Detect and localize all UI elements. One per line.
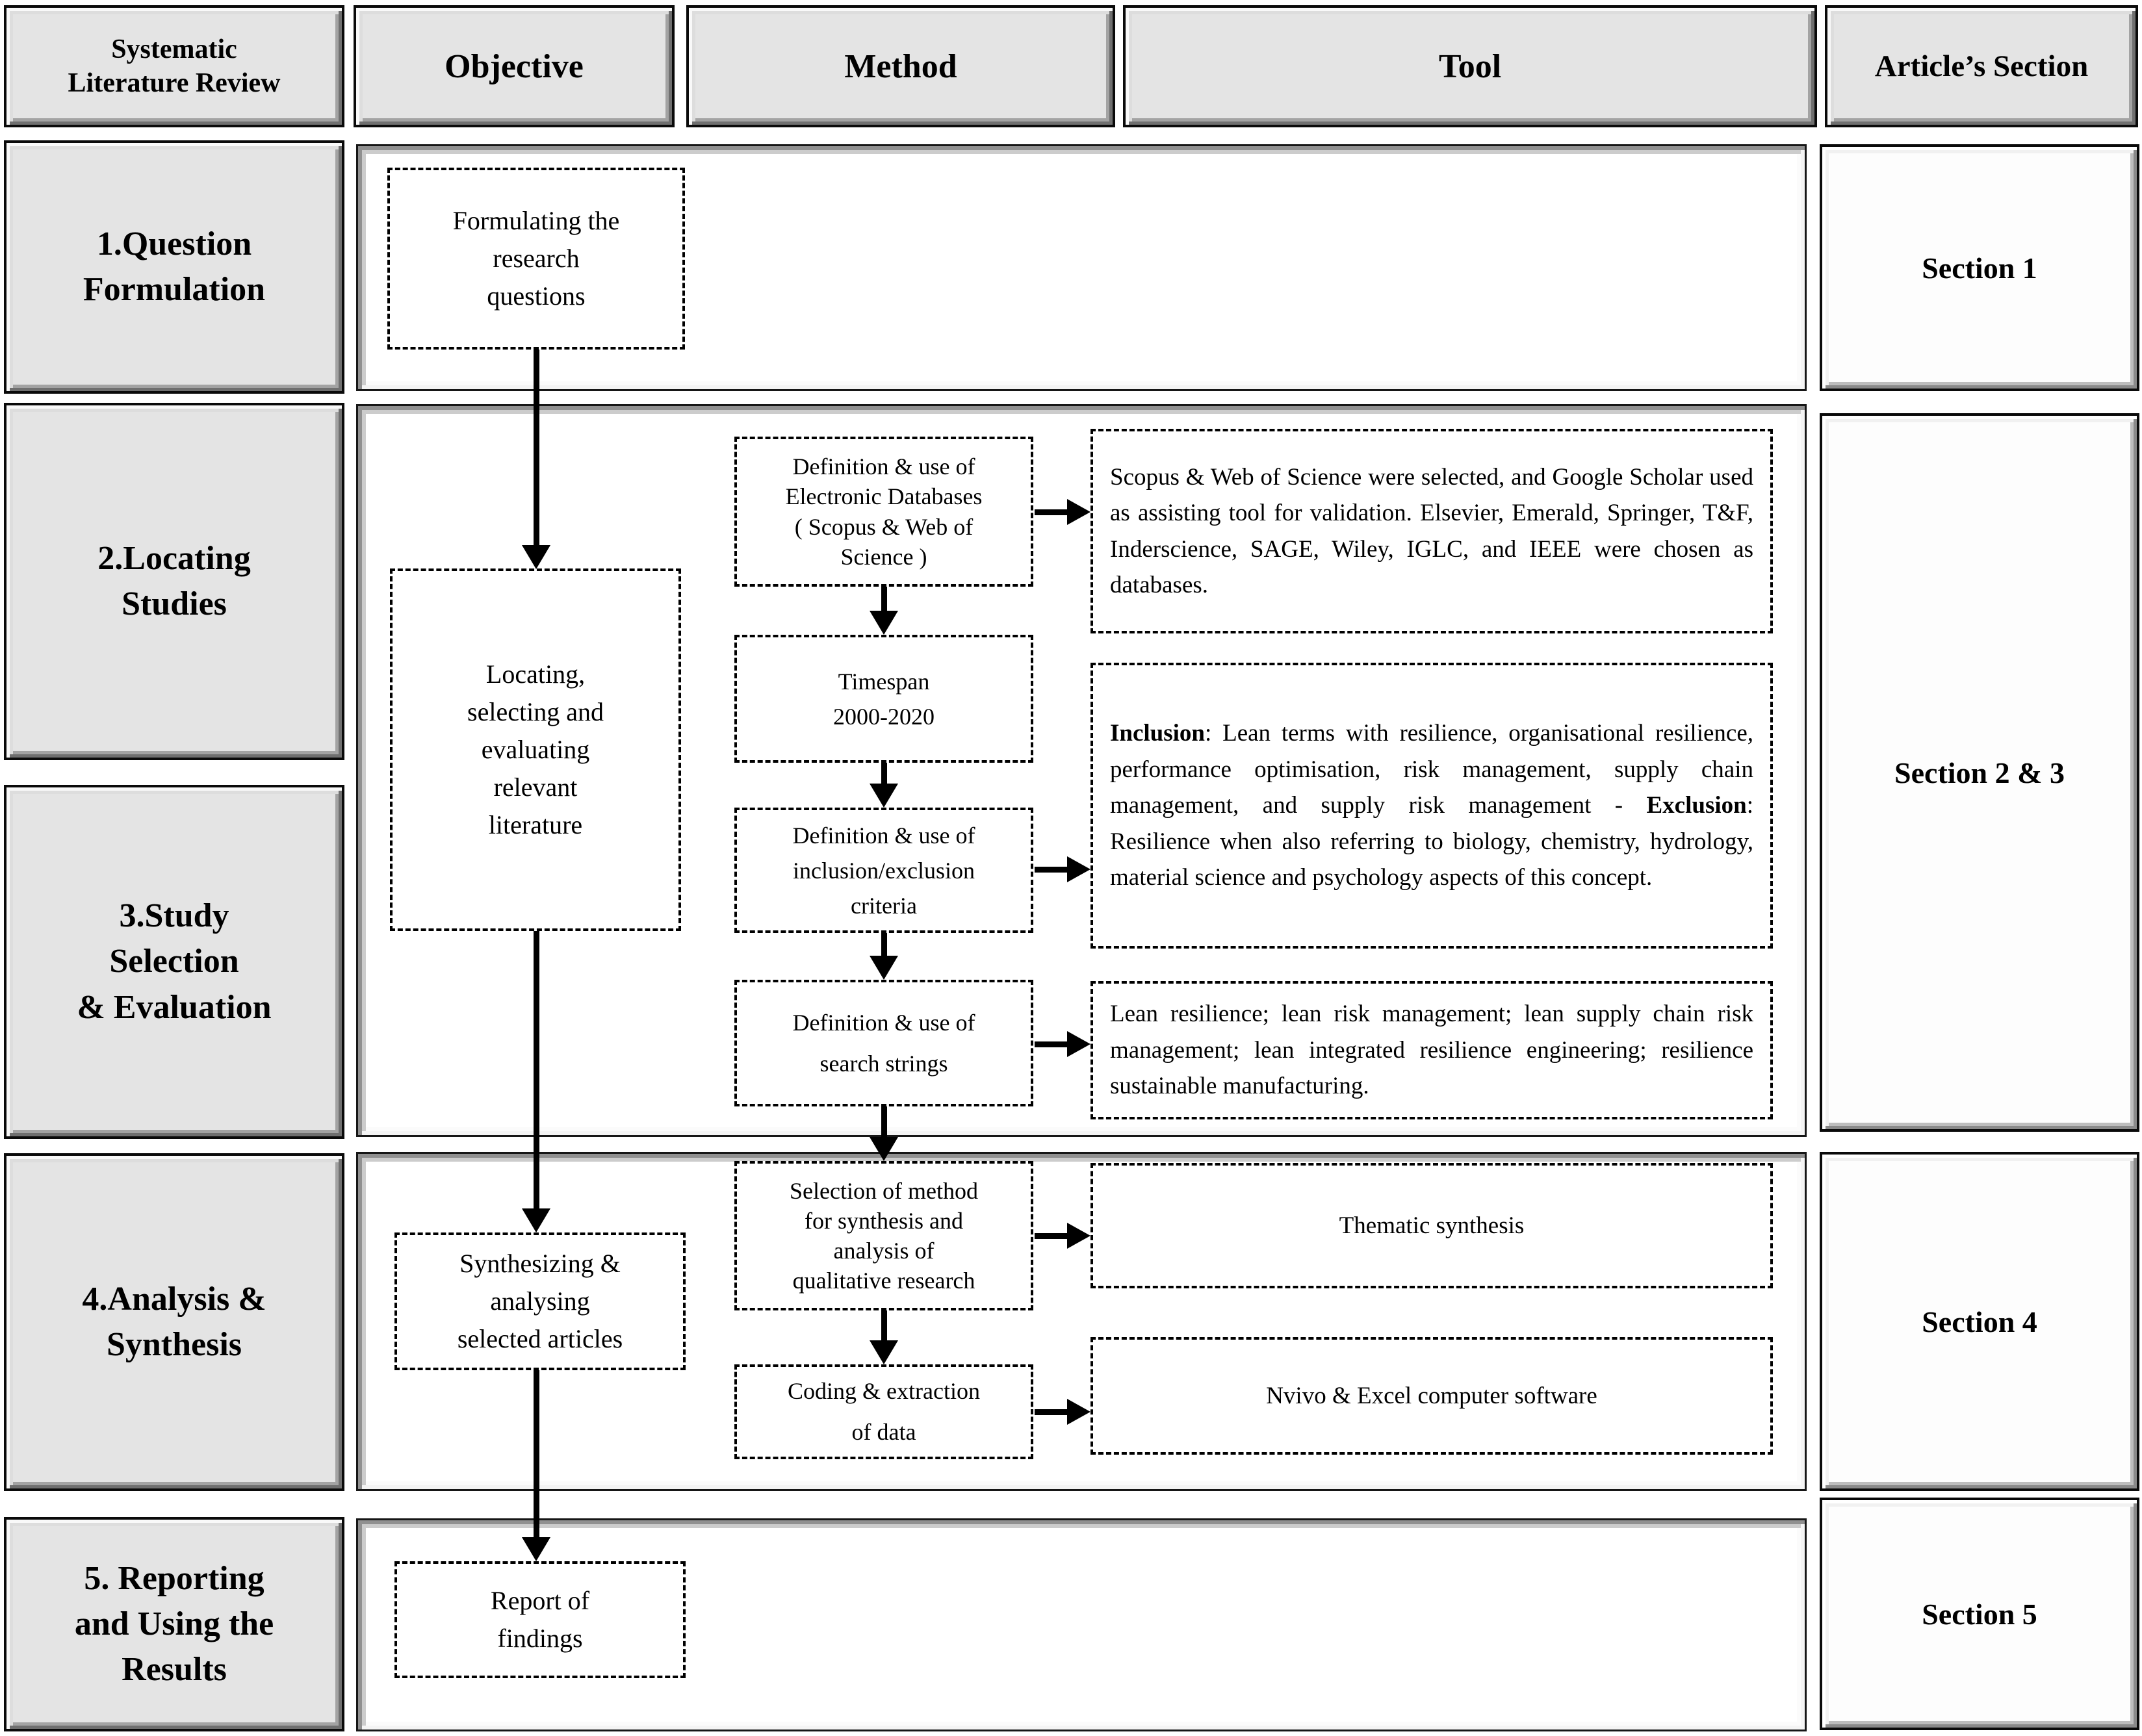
- header-method: Method: [686, 5, 1115, 127]
- tool-criteria-inclusion-label: Inclusion: [1110, 720, 1206, 747]
- objective-box-locating-literature: Locating, selecting and evaluating relev…: [390, 568, 681, 931]
- method-box-electronic-databases: Definition & use of Electronic Databases…: [734, 437, 1033, 587]
- section-box-2-3: Section 2 & 3: [1820, 413, 2139, 1132]
- tool-box-criteria-note: Inclusion: Lean terms with resilience, o…: [1090, 663, 1773, 949]
- tool-box-search-strings-note: Lean resilience; lean risk management; l…: [1090, 981, 1773, 1119]
- method-box-search-strings: Definition & use of search strings: [734, 980, 1033, 1106]
- tool-box-nvivo-excel: Nvivo & Excel computer software: [1090, 1337, 1773, 1455]
- tool-criteria-text: Inclusion: Lean terms with resilience, o…: [1093, 704, 1770, 908]
- stage-box-study-selection-evaluation: 3.Study Selection & Evaluation: [4, 785, 344, 1139]
- method-box-coding-extraction: Coding & extraction of data: [734, 1364, 1033, 1459]
- objective-box-report-findings: Report of findings: [394, 1561, 686, 1678]
- tool-box-databases-note: Scopus & Web of Science were selected, a…: [1090, 429, 1773, 633]
- tool-criteria-inclusion-body: : Lean terms with resilience, organisati…: [1110, 720, 1753, 819]
- header-objective: Objective: [354, 5, 675, 127]
- section-box-5: Section 5: [1820, 1498, 2139, 1730]
- objective-box-formulating-questions: Formulating the research questions: [387, 168, 685, 350]
- objective-box-synthesizing-articles: Synthesizing & analysing selected articl…: [394, 1232, 686, 1370]
- method-box-synthesis-selection: Selection of method for synthesis and an…: [734, 1161, 1033, 1310]
- header-articles-section: Article’s Section: [1825, 5, 2138, 127]
- tool-strings-text: Lean resilience; lean risk management; l…: [1110, 1001, 1753, 1100]
- stage-box-reporting-results: 5. Reporting and Using the Results: [4, 1517, 344, 1731]
- header-tool: Tool: [1123, 5, 1817, 127]
- section-box-4: Section 4: [1820, 1152, 2139, 1491]
- tool-box-thematic-synthesis: Thematic synthesis: [1090, 1163, 1773, 1288]
- stage-box-analysis-synthesis: 4.Analysis & Synthesis: [4, 1153, 344, 1491]
- tool-databases-text: Scopus & Web of Science were selected, a…: [1110, 463, 1753, 599]
- stage-box-question-formulation: 1.Question Formulation: [4, 140, 344, 394]
- stage-box-locating-studies: 2.Locating Studies: [4, 403, 344, 760]
- method-box-timespan: Timespan 2000-2020: [734, 635, 1033, 763]
- header-systematic-literature-review: Systematic Literature Review: [4, 5, 344, 127]
- method-box-inclusion-exclusion: Definition & use of inclusion/exclusion …: [734, 808, 1033, 933]
- tool-criteria-exclusion-label: Exclusion: [1646, 792, 1747, 819]
- tool-criteria-exclusion-body: : Resilience when also referring to biol…: [1110, 792, 1753, 891]
- section-box-1: Section 1: [1820, 144, 2139, 391]
